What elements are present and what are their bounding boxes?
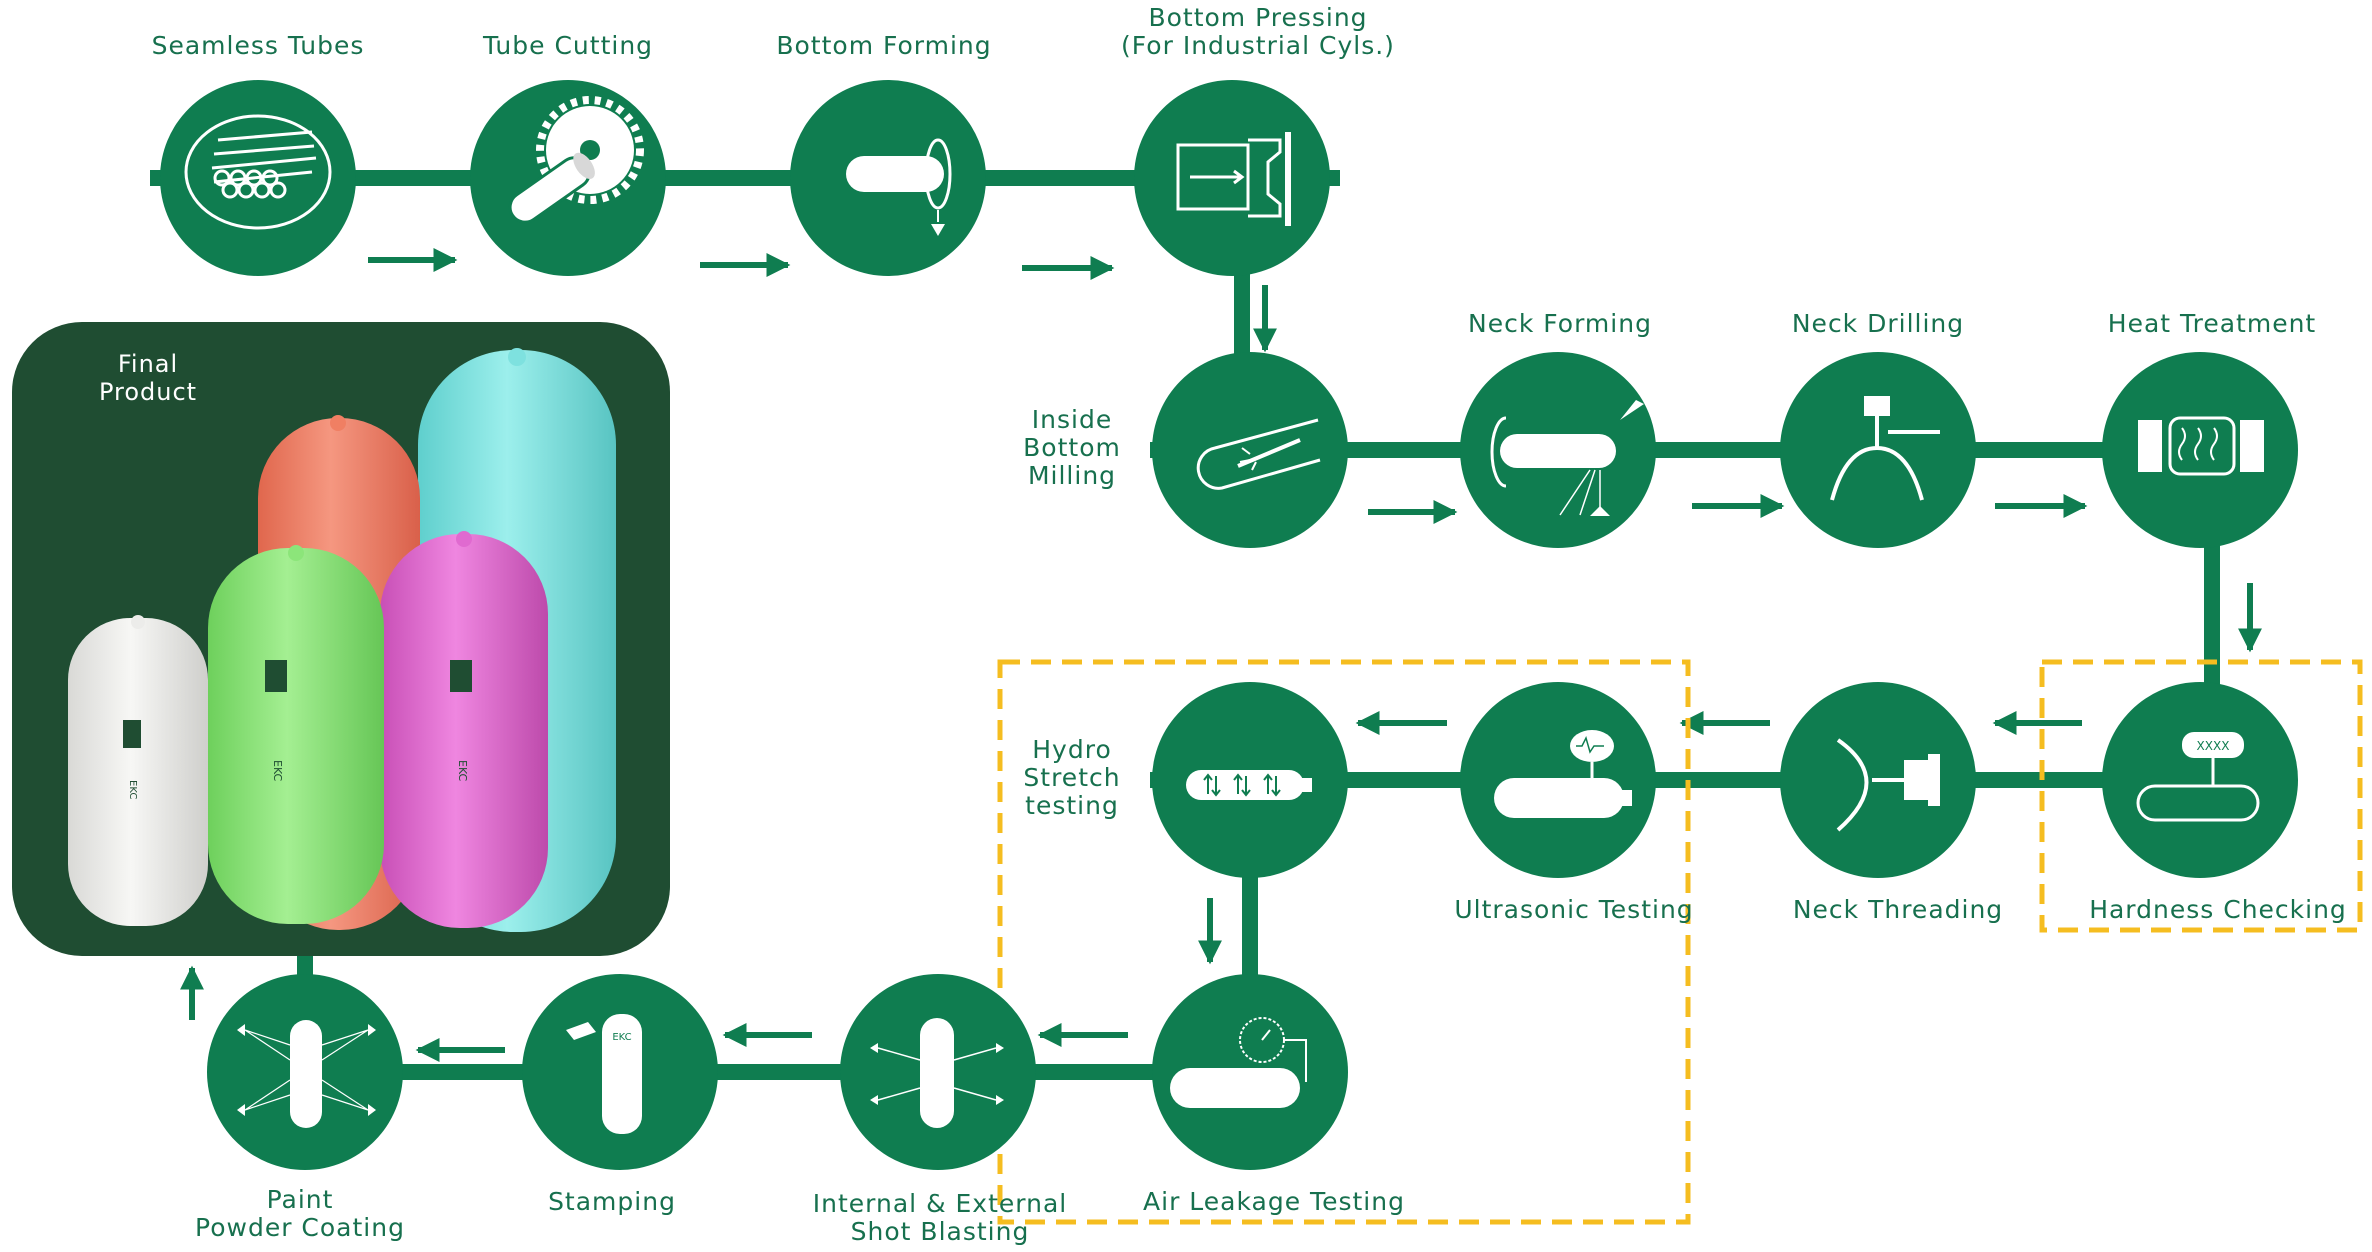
step-bottom-forming bbox=[790, 80, 986, 276]
tube-bundle-icon bbox=[184, 114, 332, 230]
label-inside-bottom-milling-line1: Inside bbox=[1031, 405, 1113, 434]
final-product-label-line1: Final bbox=[118, 350, 178, 378]
hydro-arrows-icon bbox=[1186, 770, 1312, 800]
label-tube-cutting: Tube Cutting bbox=[482, 31, 654, 60]
label-shot-blasting-line1: Internal & External bbox=[812, 1189, 1068, 1218]
press-icon bbox=[1176, 132, 1291, 226]
cylinder-pink: EKC bbox=[380, 531, 548, 928]
label-paint-powder-coating-line2: Powder Coating bbox=[195, 1213, 405, 1242]
shot-blast-icon bbox=[870, 1018, 1004, 1128]
furnace-icon bbox=[2138, 416, 2264, 476]
label-neck-forming: Neck Forming bbox=[1468, 309, 1652, 338]
threading-icon bbox=[1836, 738, 1940, 832]
label-hardness-checking: Hardness Checking bbox=[2089, 895, 2347, 924]
neck-forming-icon bbox=[1490, 400, 1644, 516]
label-neck-drilling: Neck Drilling bbox=[1791, 309, 1965, 338]
label-bottom-pressing: Bottom Pressing (For Industrial Cyls.) bbox=[1121, 4, 1395, 60]
step-neck-threading bbox=[1780, 682, 1976, 878]
final-product-panel: EKC EKC EKC Final Product bbox=[12, 322, 670, 956]
label-bottom-pressing-line1: Bottom Pressing bbox=[1148, 3, 1368, 32]
ultrasonic-icon bbox=[1494, 730, 1632, 818]
label-hydro-stretch-line3: testing bbox=[1025, 791, 1119, 820]
pressure-gauge-icon bbox=[1170, 1017, 1307, 1108]
cylinder-white: EKC bbox=[68, 615, 208, 926]
svg-text:EKC: EKC bbox=[456, 760, 469, 782]
step-shot-blasting bbox=[840, 974, 1036, 1170]
label-paint-powder-coating-line1: Paint bbox=[266, 1185, 334, 1214]
label-hydro-stretch: Hydro Stretch testing bbox=[1023, 736, 1120, 820]
label-shot-blasting: Internal & External Shot Blasting bbox=[813, 1190, 1067, 1246]
step-bottom-pressing bbox=[1134, 80, 1330, 276]
step-ultrasonic-testing bbox=[1460, 682, 1656, 878]
step-neck-drilling bbox=[1780, 352, 1976, 548]
svg-text:EKC: EKC bbox=[127, 780, 138, 799]
step-air-leakage-testing bbox=[1152, 974, 1348, 1170]
step-hardness-checking: XXXX bbox=[2102, 682, 2298, 878]
label-inside-bottom-milling: Inside Bottom Milling bbox=[1023, 406, 1121, 490]
label-inside-bottom-milling-line3: Milling bbox=[1027, 461, 1117, 490]
saw-icon bbox=[508, 96, 644, 224]
flow-direction-arrows bbox=[180, 248, 2262, 1062]
step-paint-powder-coating bbox=[207, 974, 403, 1170]
label-bottom-pressing-line2: (For Industrial Cyls.) bbox=[1121, 31, 1395, 60]
label-paint-powder-coating: Paint Powder Coating bbox=[195, 1186, 405, 1242]
label-stamping: Stamping bbox=[548, 1187, 676, 1216]
spray-paint-icon bbox=[237, 1020, 376, 1128]
milling-icon bbox=[1196, 418, 1321, 490]
svg-text:EKC: EKC bbox=[271, 760, 284, 782]
hardness-readout: XXXX bbox=[2197, 739, 2230, 753]
drill-icon bbox=[1830, 396, 1940, 501]
hardness-gauge-icon: XXXX bbox=[2136, 732, 2260, 822]
label-seamless-tubes: Seamless Tubes bbox=[151, 31, 365, 60]
step-hydro-stretch bbox=[1152, 682, 1348, 878]
label-neck-threading: Neck Threading bbox=[1792, 895, 2004, 924]
step-seamless-tubes bbox=[160, 80, 356, 276]
step-tube-cutting bbox=[470, 80, 666, 276]
stamp-text: EKC bbox=[612, 1032, 631, 1043]
step-stamping: EKC bbox=[522, 974, 718, 1170]
step-heat-treatment bbox=[2102, 352, 2298, 548]
step-neck-forming bbox=[1460, 352, 1656, 548]
label-shot-blasting-line2: Shot Blasting bbox=[850, 1217, 1030, 1246]
label-inside-bottom-milling-line2: Bottom bbox=[1023, 433, 1121, 462]
highlight-box-hardness bbox=[2039, 659, 2363, 933]
cylinder-green: EKC bbox=[208, 545, 384, 924]
stamp-icon: EKC bbox=[566, 1014, 642, 1134]
highlight-box-testing bbox=[997, 659, 1691, 1225]
label-ultrasonic-testing: Ultrasonic Testing bbox=[1454, 895, 1694, 924]
label-hydro-stretch-line1: Hydro bbox=[1032, 735, 1112, 764]
label-bottom-forming: Bottom Forming bbox=[776, 31, 992, 60]
label-hydro-stretch-line2: Stretch bbox=[1023, 763, 1121, 792]
step-inside-bottom-milling bbox=[1152, 352, 1348, 548]
label-heat-treatment: Heat Treatment bbox=[2107, 309, 2317, 338]
final-product-label-line2: Product bbox=[99, 378, 197, 406]
label-air-leakage-testing: Air Leakage Testing bbox=[1143, 1187, 1405, 1216]
spin-forming-icon bbox=[846, 138, 952, 236]
